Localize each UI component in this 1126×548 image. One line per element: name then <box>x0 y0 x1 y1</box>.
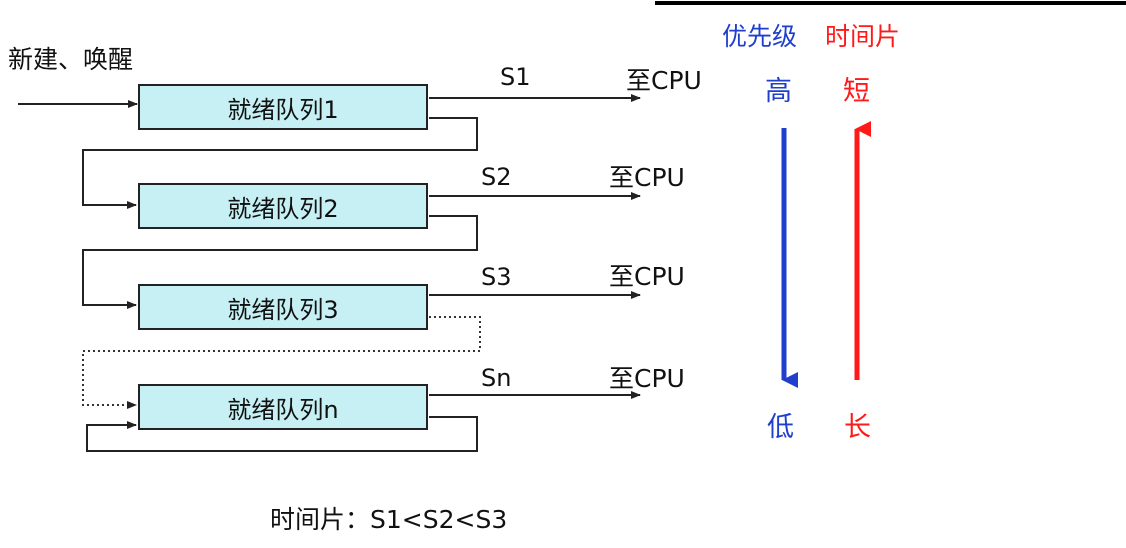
time-slice-header: 时间片 <box>825 22 901 51</box>
time-slice-long-label: 长 <box>844 412 871 443</box>
cpu-label-2: 至CPU <box>609 163 685 192</box>
priority-high-label: 高 <box>765 76 792 107</box>
cpu-label-3: 至CPU <box>609 262 685 291</box>
priority-header: 优先级 <box>722 22 798 51</box>
loop-arrow-n <box>86 416 478 452</box>
feedback-arrow-2-to-3 <box>82 215 478 309</box>
priority-low-label: 低 <box>767 412 794 443</box>
slice-label-n: Sn <box>481 364 512 392</box>
cpu-label-1: 至CPU <box>626 66 702 95</box>
entry-label: 新建、唤醒 <box>8 45 134 74</box>
slice-label-2: S2 <box>481 163 512 191</box>
ready-queue-1: 就绪队列1 <box>138 84 428 130</box>
cpu-label-n: 至CPU <box>609 364 685 393</box>
ready-queue-n: 就绪队列n <box>138 384 428 430</box>
slice-label-1: S1 <box>500 63 531 91</box>
ready-queue-3: 就绪队列3 <box>138 284 428 330</box>
slice-label-3: S3 <box>481 263 512 291</box>
ready-queue-2: 就绪队列2 <box>138 183 428 229</box>
time-slice-relation-caption: 时间片：S1<S2<S3 <box>270 505 508 534</box>
time-slice-short-label: 短 <box>843 76 870 107</box>
feedback-arrow-1-to-2 <box>82 117 478 209</box>
